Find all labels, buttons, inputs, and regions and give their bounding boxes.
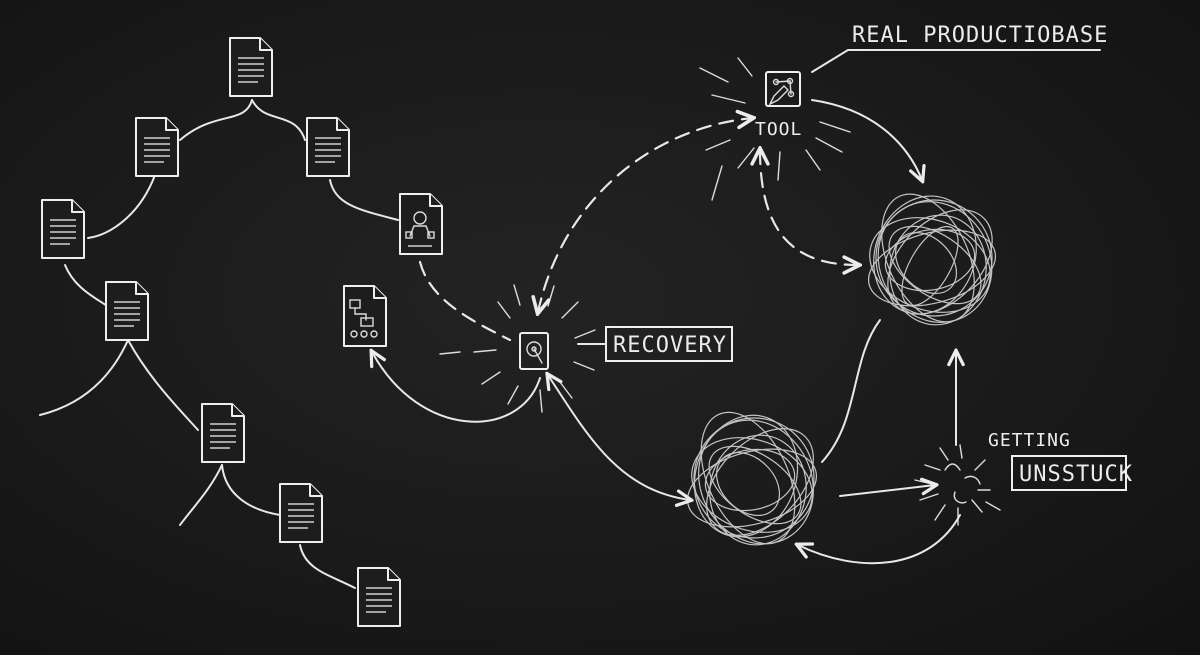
document-icon — [201, 403, 245, 463]
document-icon — [306, 117, 350, 177]
tangled-scribble-large — [867, 193, 997, 326]
recovery-rays — [439, 284, 596, 413]
diagram-pencil-icon — [765, 71, 801, 107]
scribble-burst-arrow — [839, 485, 935, 497]
flow-arrows — [372, 99, 961, 565]
document-icon — [279, 483, 323, 543]
tool-scribble-dashed — [760, 150, 858, 265]
burst-return-arrow — [798, 514, 961, 565]
label-pointer-line — [811, 49, 1101, 73]
document-icon — [229, 37, 273, 97]
burst-icon — [914, 444, 1001, 526]
hard-drive-icon — [519, 332, 549, 370]
unsstuck-label: UNSSTUCK — [1019, 462, 1133, 487]
document-tree-branches — [39, 99, 399, 589]
document-icon — [135, 117, 179, 177]
unsstuck-label-box — [1011, 455, 1127, 491]
document-recovery-dashed — [418, 260, 512, 342]
recovery-scribble-arrow — [548, 375, 690, 500]
recovery-label: RECOVERY — [613, 333, 727, 358]
recovery-tool-arrow — [538, 118, 752, 312]
document-icon — [105, 281, 149, 341]
document-icon — [357, 567, 401, 627]
documents-tree — [41, 37, 443, 627]
tangled-scribble-small — [686, 411, 818, 546]
getting-label: GETTING — [988, 430, 1071, 451]
scribble-connection-line — [821, 319, 881, 463]
recovery-document-arrow — [372, 352, 541, 423]
document-with-flowchart-icon — [343, 285, 387, 347]
tool-scribble-arrow — [811, 99, 922, 180]
tool-label: TOOL — [755, 119, 802, 140]
document-with-diagram-icon — [399, 193, 443, 255]
document-icon — [41, 199, 85, 259]
real-productiobase-label: REAL PRODUCTIOBASE — [852, 23, 1108, 48]
